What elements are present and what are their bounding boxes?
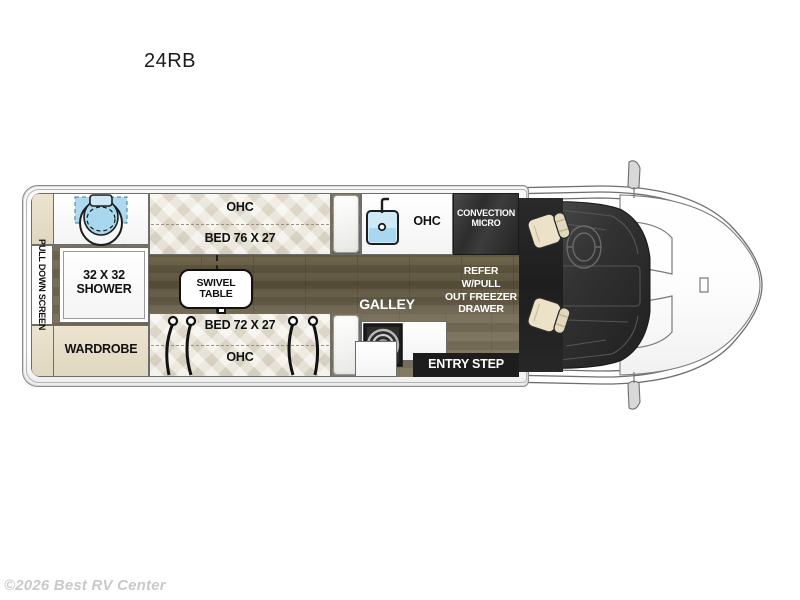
coach-interior: PULL DOWN SCREEN 32 X 32 SHOWER WARDROBE… xyxy=(31,193,519,377)
rv-floorplan-diagram: PULL DOWN SCREEN 32 X 32 SHOWER WARDROBE… xyxy=(0,150,800,420)
passenger-seat[interactable] xyxy=(527,210,574,249)
swivel-table[interactable]: SWIVEL TABLE xyxy=(179,269,253,309)
pull-down-screen-label: PULL DOWN SCREEN xyxy=(37,239,48,331)
side-mirror-icon-lower xyxy=(627,372,641,410)
wardrobe-label: WARDROBE xyxy=(64,342,138,356)
convection-micro-label: CONVECTION MICRO xyxy=(456,208,515,228)
sink-icon xyxy=(366,197,399,245)
upper-pillow xyxy=(333,195,359,253)
shower-stall[interactable] xyxy=(59,247,149,323)
copyright-notice: ©2026 Best RV Center xyxy=(4,577,166,594)
seatbelt-straps xyxy=(165,315,320,376)
wardrobe[interactable] xyxy=(53,325,149,377)
refrigerator-label: REFER W/PULL OUT FREEZER DRAWER xyxy=(445,265,517,316)
side-mirror-icon xyxy=(627,160,641,198)
driver-seat[interactable] xyxy=(527,297,574,336)
convection-microwave[interactable] xyxy=(453,193,519,255)
swivel-table-label: SWIVEL TABLE xyxy=(196,276,236,300)
page-title: 24RB xyxy=(143,50,197,72)
upper-bed-label: BED 76 X 27 xyxy=(204,231,276,245)
shower-label: 32 X 32 SHOWER xyxy=(76,268,132,296)
galley-base-cabinet[interactable] xyxy=(355,341,397,377)
lower-ohc-label: OHC xyxy=(226,350,254,364)
upper-bed-divider xyxy=(151,224,329,225)
swivel-table-stem xyxy=(217,309,226,314)
pull-down-screen[interactable]: PULL DOWN SCREEN xyxy=(31,239,53,331)
entry-step-label: ENTRY STEP xyxy=(428,357,504,371)
galley-ohc-label: OHC xyxy=(413,214,441,228)
upper-pillow-bay xyxy=(331,193,361,255)
upper-ohc-label: OHC xyxy=(226,200,254,214)
lower-bed-label: BED 72 X 27 xyxy=(204,318,276,332)
steering-wheel-icon xyxy=(566,225,602,269)
galley-label: GALLEY xyxy=(359,296,415,312)
entry-step[interactable] xyxy=(413,353,519,377)
lower-bed-divider xyxy=(151,345,329,346)
toilet-icon xyxy=(74,194,128,246)
